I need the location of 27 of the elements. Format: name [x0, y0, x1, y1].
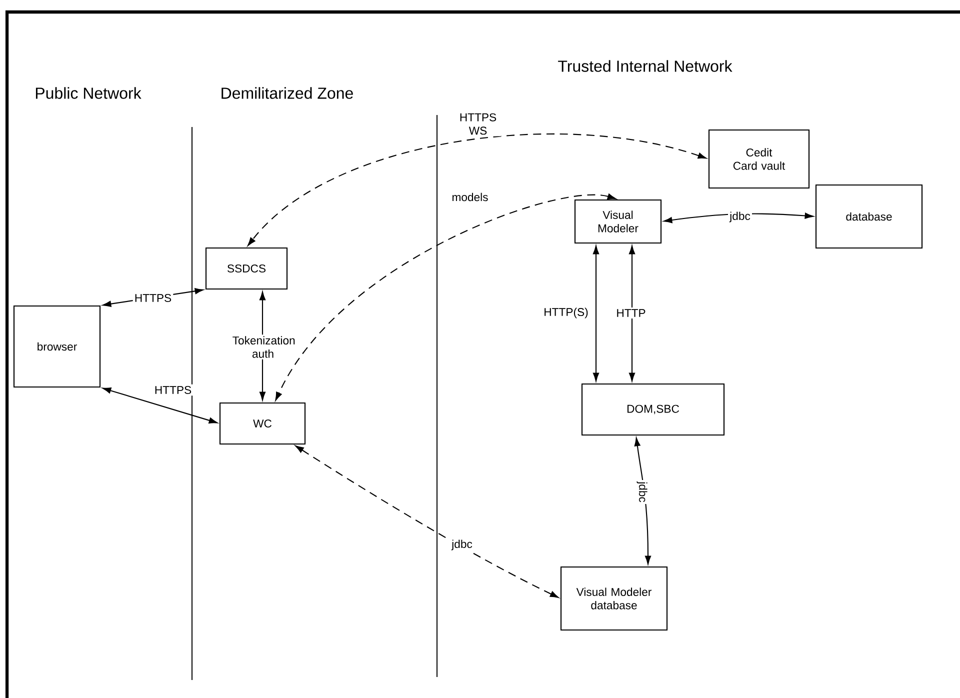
- process-box: database: [815, 184, 923, 249]
- arrow: [102, 388, 218, 424]
- edge-label: HTTPS WS: [455, 112, 501, 136]
- zone-heading: Trusted Internal Network: [558, 60, 732, 72]
- edge-label: models: [450, 191, 490, 203]
- zone-heading: Demilitarized Zone: [222, 87, 353, 99]
- process-box: Cedit Card vault: [708, 129, 810, 189]
- edge-label: HTTP(S): [542, 306, 590, 320]
- process-box: WC: [219, 402, 306, 445]
- arrow: [629, 246, 636, 382]
- arrow: [295, 445, 559, 598]
- edge-label: HTTP: [614, 308, 648, 318]
- arrow: [664, 212, 814, 224]
- zone-heading: Public Network: [36, 87, 142, 99]
- process-box: Visual Modeler: [574, 199, 662, 244]
- arrow: [634, 438, 652, 564]
- arrow: [248, 134, 707, 246]
- process-box: SSDCS: [205, 247, 288, 290]
- arrow: [275, 194, 616, 401]
- edge-label: jdbc: [728, 210, 752, 224]
- arrow: [593, 246, 600, 382]
- process-box: browser: [13, 305, 101, 388]
- process-box: DOM,SBC: [581, 383, 725, 436]
- edge-label: jdbc: [450, 538, 474, 552]
- edge-label: jdbc: [635, 480, 649, 504]
- process-box: Visual Modeler database: [560, 566, 668, 631]
- edge-label: Tokenization auth: [230, 334, 296, 360]
